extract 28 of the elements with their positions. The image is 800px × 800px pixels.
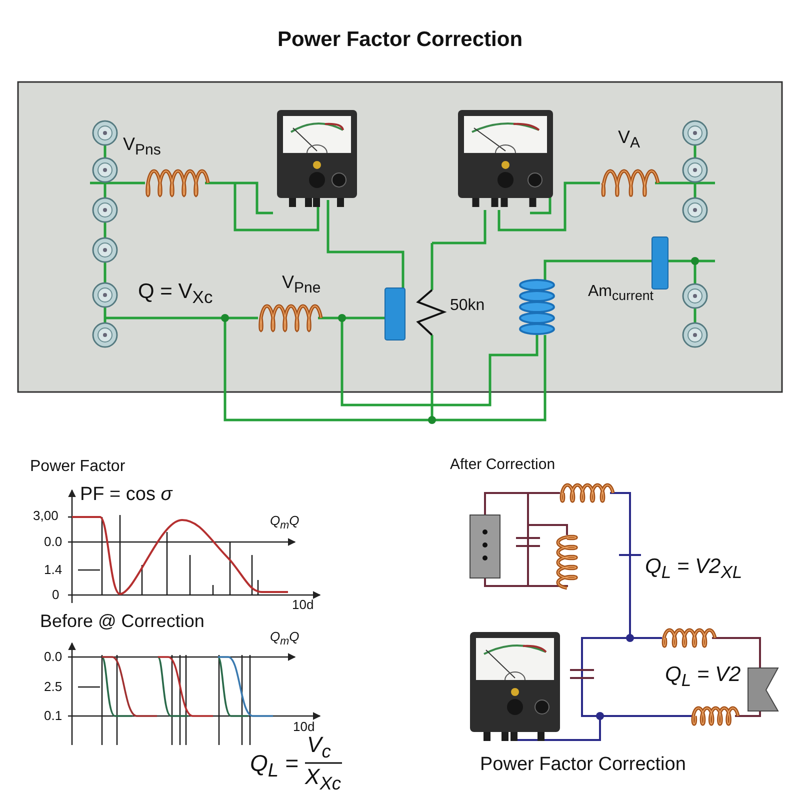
formula: Q = V$_{Xc}$ (138, 280, 213, 308)
resistance-label: 50kn (450, 297, 485, 315)
chart-heading: Before @ Correction (40, 612, 204, 632)
formula: X$_{Xc}$ (305, 765, 342, 794)
axis-label: 10d (292, 598, 314, 612)
voltage-label: V$_{Pns}$ (123, 135, 161, 160)
axis-label: Q$_{m}$Q (270, 514, 300, 532)
tick-label: 0.0 (44, 650, 62, 664)
current-label: Am$_{current}$ (588, 283, 654, 304)
formula: V$_{c}$ (307, 733, 331, 762)
voltage-label: V$_{Pne}$ (282, 273, 321, 298)
tick-label: 0.1 (44, 709, 62, 724)
tick-label: 0.0 (44, 535, 62, 550)
tick-label: 2.5 (44, 680, 62, 694)
chart-heading: Power Factor (30, 458, 126, 476)
tick-label: 3,00 (33, 509, 58, 524)
axis-label: Q$_{m}$Q (270, 630, 300, 648)
formula: Q$_{L}$ = V2 (665, 663, 741, 690)
tick-label: 0 (52, 588, 60, 602)
formula: Q$_{L}$ = (250, 751, 298, 782)
tick-label: 1.4 (44, 563, 62, 578)
voltage-label: V$_{A}$ (618, 128, 640, 152)
circuit-heading: After Correction (450, 457, 556, 474)
title: Power Factor Correction (276, 28, 524, 52)
formula: PF = cos σ (80, 485, 172, 506)
circuit-heading: Power Factor Correction (480, 755, 686, 776)
formula: Q$_{L}$ = V2$_{XL}$ (645, 555, 742, 582)
axis-label: 10d (293, 720, 315, 734)
